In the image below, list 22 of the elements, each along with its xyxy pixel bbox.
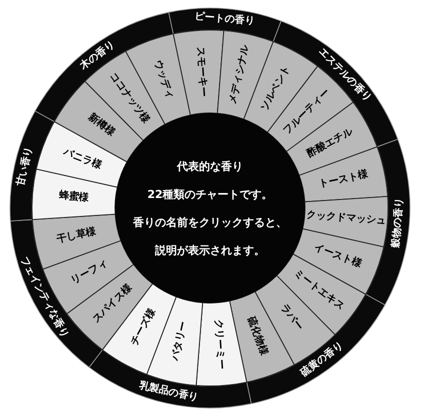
intro-text: 22種類のチャートです。 [147, 186, 273, 202]
aroma-name: スモーキー [194, 46, 208, 98]
intro-text: 代表的な香り [177, 158, 243, 174]
intro-text: 説明が表示されます。 [155, 242, 265, 258]
aroma-name: ウッディ [152, 59, 175, 100]
intro-text: 香りの名前をクリックすると、 [133, 214, 287, 230]
aroma-name: バニラ様 [62, 148, 103, 172]
category-label: 甘い香り [16, 146, 35, 188]
category-label: フェインティな香り [18, 256, 70, 340]
aroma-name: トースト様 [318, 170, 370, 190]
category-label: 穀物の香り [392, 197, 406, 248]
aroma-name: 干し草様 [56, 227, 98, 246]
category-label: 木の香り [78, 40, 117, 72]
aroma-name: クリーミー [212, 318, 226, 370]
category-label: 硫黄の香り [299, 341, 346, 379]
aroma-name: バタリー [170, 320, 190, 362]
aroma-name: 蜂蜜様 [58, 191, 90, 204]
aroma-name: 硫化物様 [245, 316, 268, 357]
aroma-name: メディシナル [228, 44, 252, 106]
aroma-name: イースト様 [312, 242, 363, 270]
category-label: ピートの香り [194, 12, 255, 27]
category-label: 乳製品の香り [138, 380, 200, 404]
